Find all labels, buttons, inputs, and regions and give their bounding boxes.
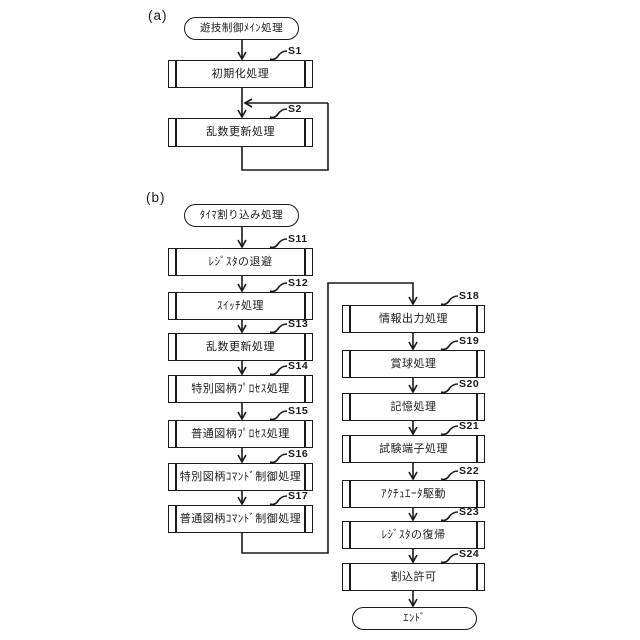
step-s14-box: 特別図柄ﾌﾟﾛｾｽ処理 bbox=[168, 375, 313, 403]
step-s1-box: 初期化処理 bbox=[168, 60, 313, 88]
step-s2-label: S2 bbox=[288, 103, 302, 115]
step-s22-box: ｱｸﾁｭｴｰﾀ駆動 bbox=[342, 480, 485, 508]
step-s18-label: S18 bbox=[459, 290, 480, 302]
step-s13-label: S13 bbox=[288, 318, 309, 330]
step-s19-label: S19 bbox=[459, 335, 480, 347]
step-s17-box: 普通図柄ｺﾏﾝﾄﾞ制御処理 bbox=[168, 505, 313, 533]
step-s23-box: ﾚｼﾞｽﾀの復帰 bbox=[342, 521, 485, 549]
terminal-end: ｴﾝﾄﾞ bbox=[352, 607, 477, 630]
step-s16-label: S16 bbox=[288, 448, 309, 460]
step-s13-box: 乱数更新処理 bbox=[168, 333, 313, 361]
step-s15-label: S15 bbox=[288, 405, 309, 417]
step-s19-box: 賞球処理 bbox=[342, 350, 485, 378]
step-s24-label: S24 bbox=[459, 548, 480, 560]
step-s15-box: 普通図柄ﾌﾟﾛｾｽ処理 bbox=[168, 420, 313, 448]
section-b-label: (b) bbox=[146, 190, 166, 205]
step-s2-box: 乱数更新処理 bbox=[168, 118, 313, 147]
step-s22-label: S22 bbox=[459, 465, 480, 477]
terminal-timer-start: ﾀｲﾏ割り込み処理 bbox=[184, 204, 299, 227]
step-s12-box: ｽｲｯﾁ処理 bbox=[168, 292, 313, 320]
terminal-main-start: 遊技制御ﾒｲﾝ処理 bbox=[184, 17, 299, 40]
section-a-label: (a) bbox=[148, 8, 168, 23]
step-s20-label: S20 bbox=[459, 378, 480, 390]
step-s12-label: S12 bbox=[288, 277, 309, 289]
step-s11-label: S11 bbox=[288, 233, 308, 245]
step-s11-box: ﾚｼﾞｽﾀの退避 bbox=[168, 248, 313, 276]
step-s24-box: 割込許可 bbox=[342, 563, 485, 591]
step-s16-box: 特別図柄ｺﾏﾝﾄﾞ制御処理 bbox=[168, 463, 313, 491]
step-s18-box: 情報出力処理 bbox=[342, 305, 485, 333]
step-s17-label: S17 bbox=[288, 490, 309, 502]
step-s21-label: S21 bbox=[459, 420, 480, 432]
step-s20-box: 記憶処理 bbox=[342, 393, 485, 421]
step-s23-label: S23 bbox=[459, 506, 480, 518]
step-s1-label: S1 bbox=[288, 45, 302, 57]
step-s14-label: S14 bbox=[288, 360, 309, 372]
step-s21-box: 試験端子処理 bbox=[342, 435, 485, 463]
